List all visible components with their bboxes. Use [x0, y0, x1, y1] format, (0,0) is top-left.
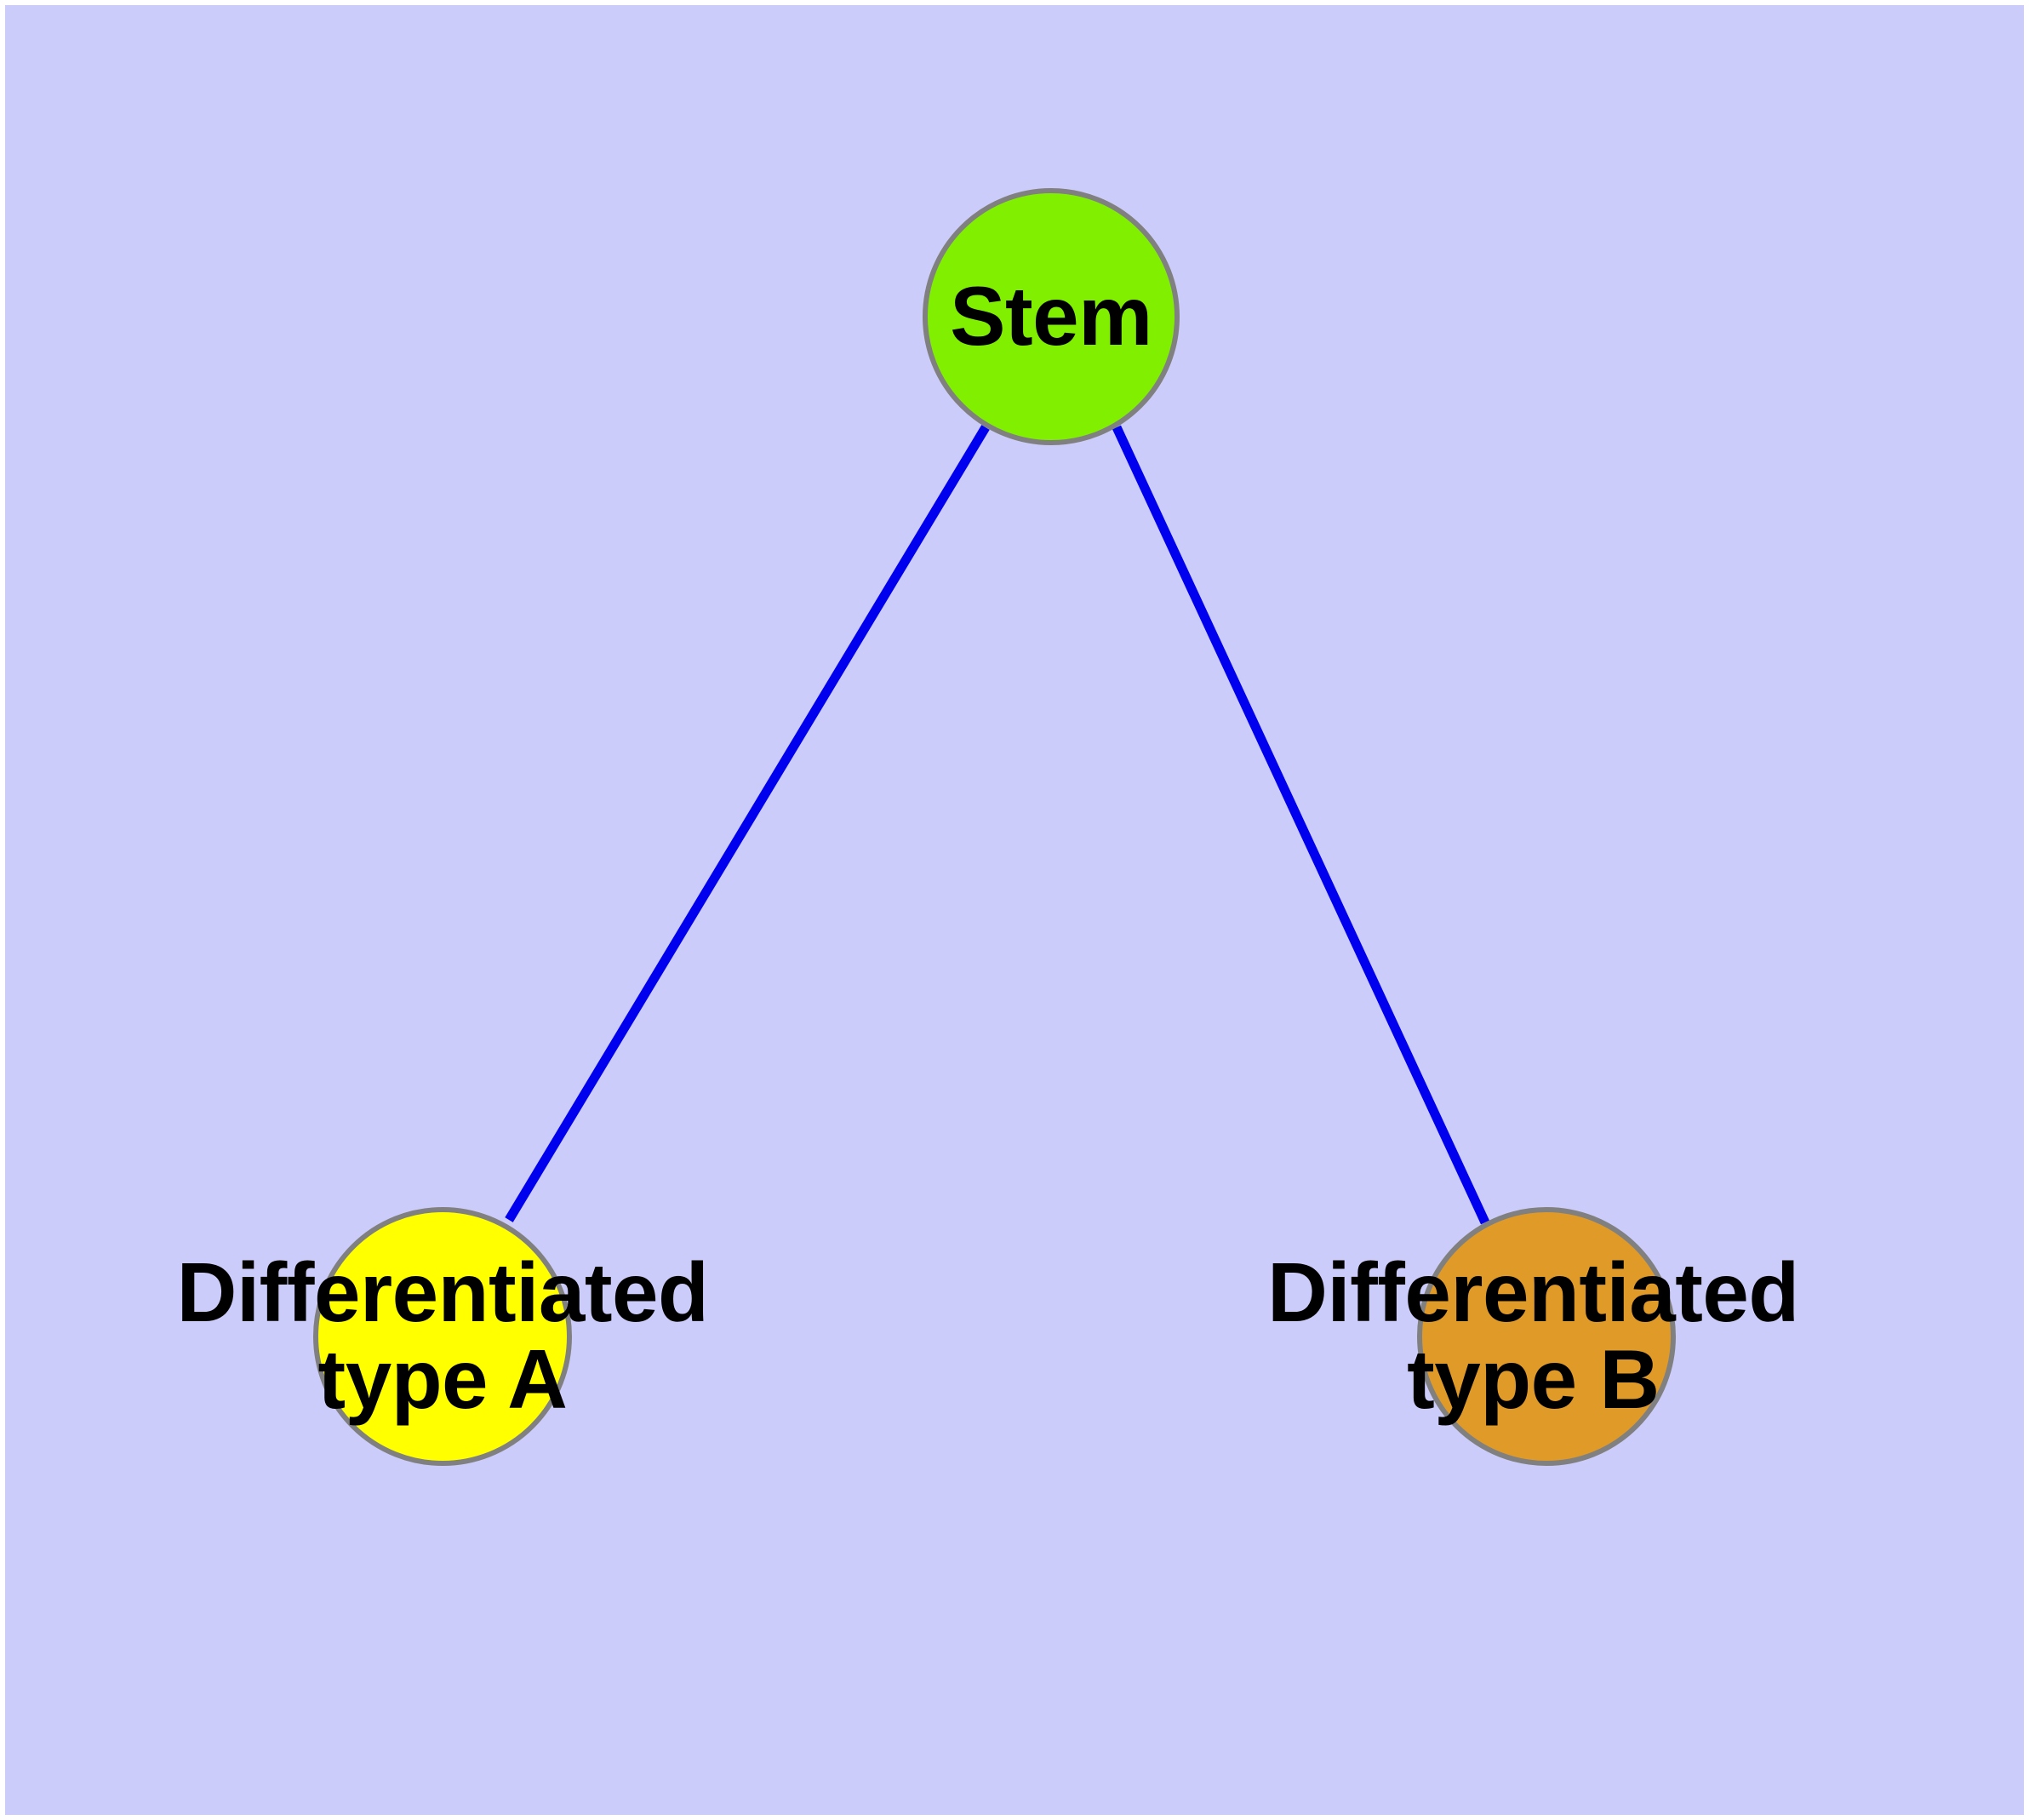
- edge-stem-to-diff-a: [505, 425, 990, 1222]
- node-stem-label: Stem: [950, 269, 1152, 363]
- diagram-canvas: Stem Differentiated type A Differentiate…: [5, 5, 2024, 1815]
- node-differentiated-type-a[interactable]: Differentiated type A: [177, 1207, 709, 1466]
- edge-stem-to-diff-b: [1112, 425, 1489, 1225]
- node-stem[interactable]: Stem: [923, 188, 1180, 445]
- node-differentiated-type-b[interactable]: Differentiated type B: [1267, 1207, 1799, 1466]
- edge-layer: [505, 425, 1489, 1225]
